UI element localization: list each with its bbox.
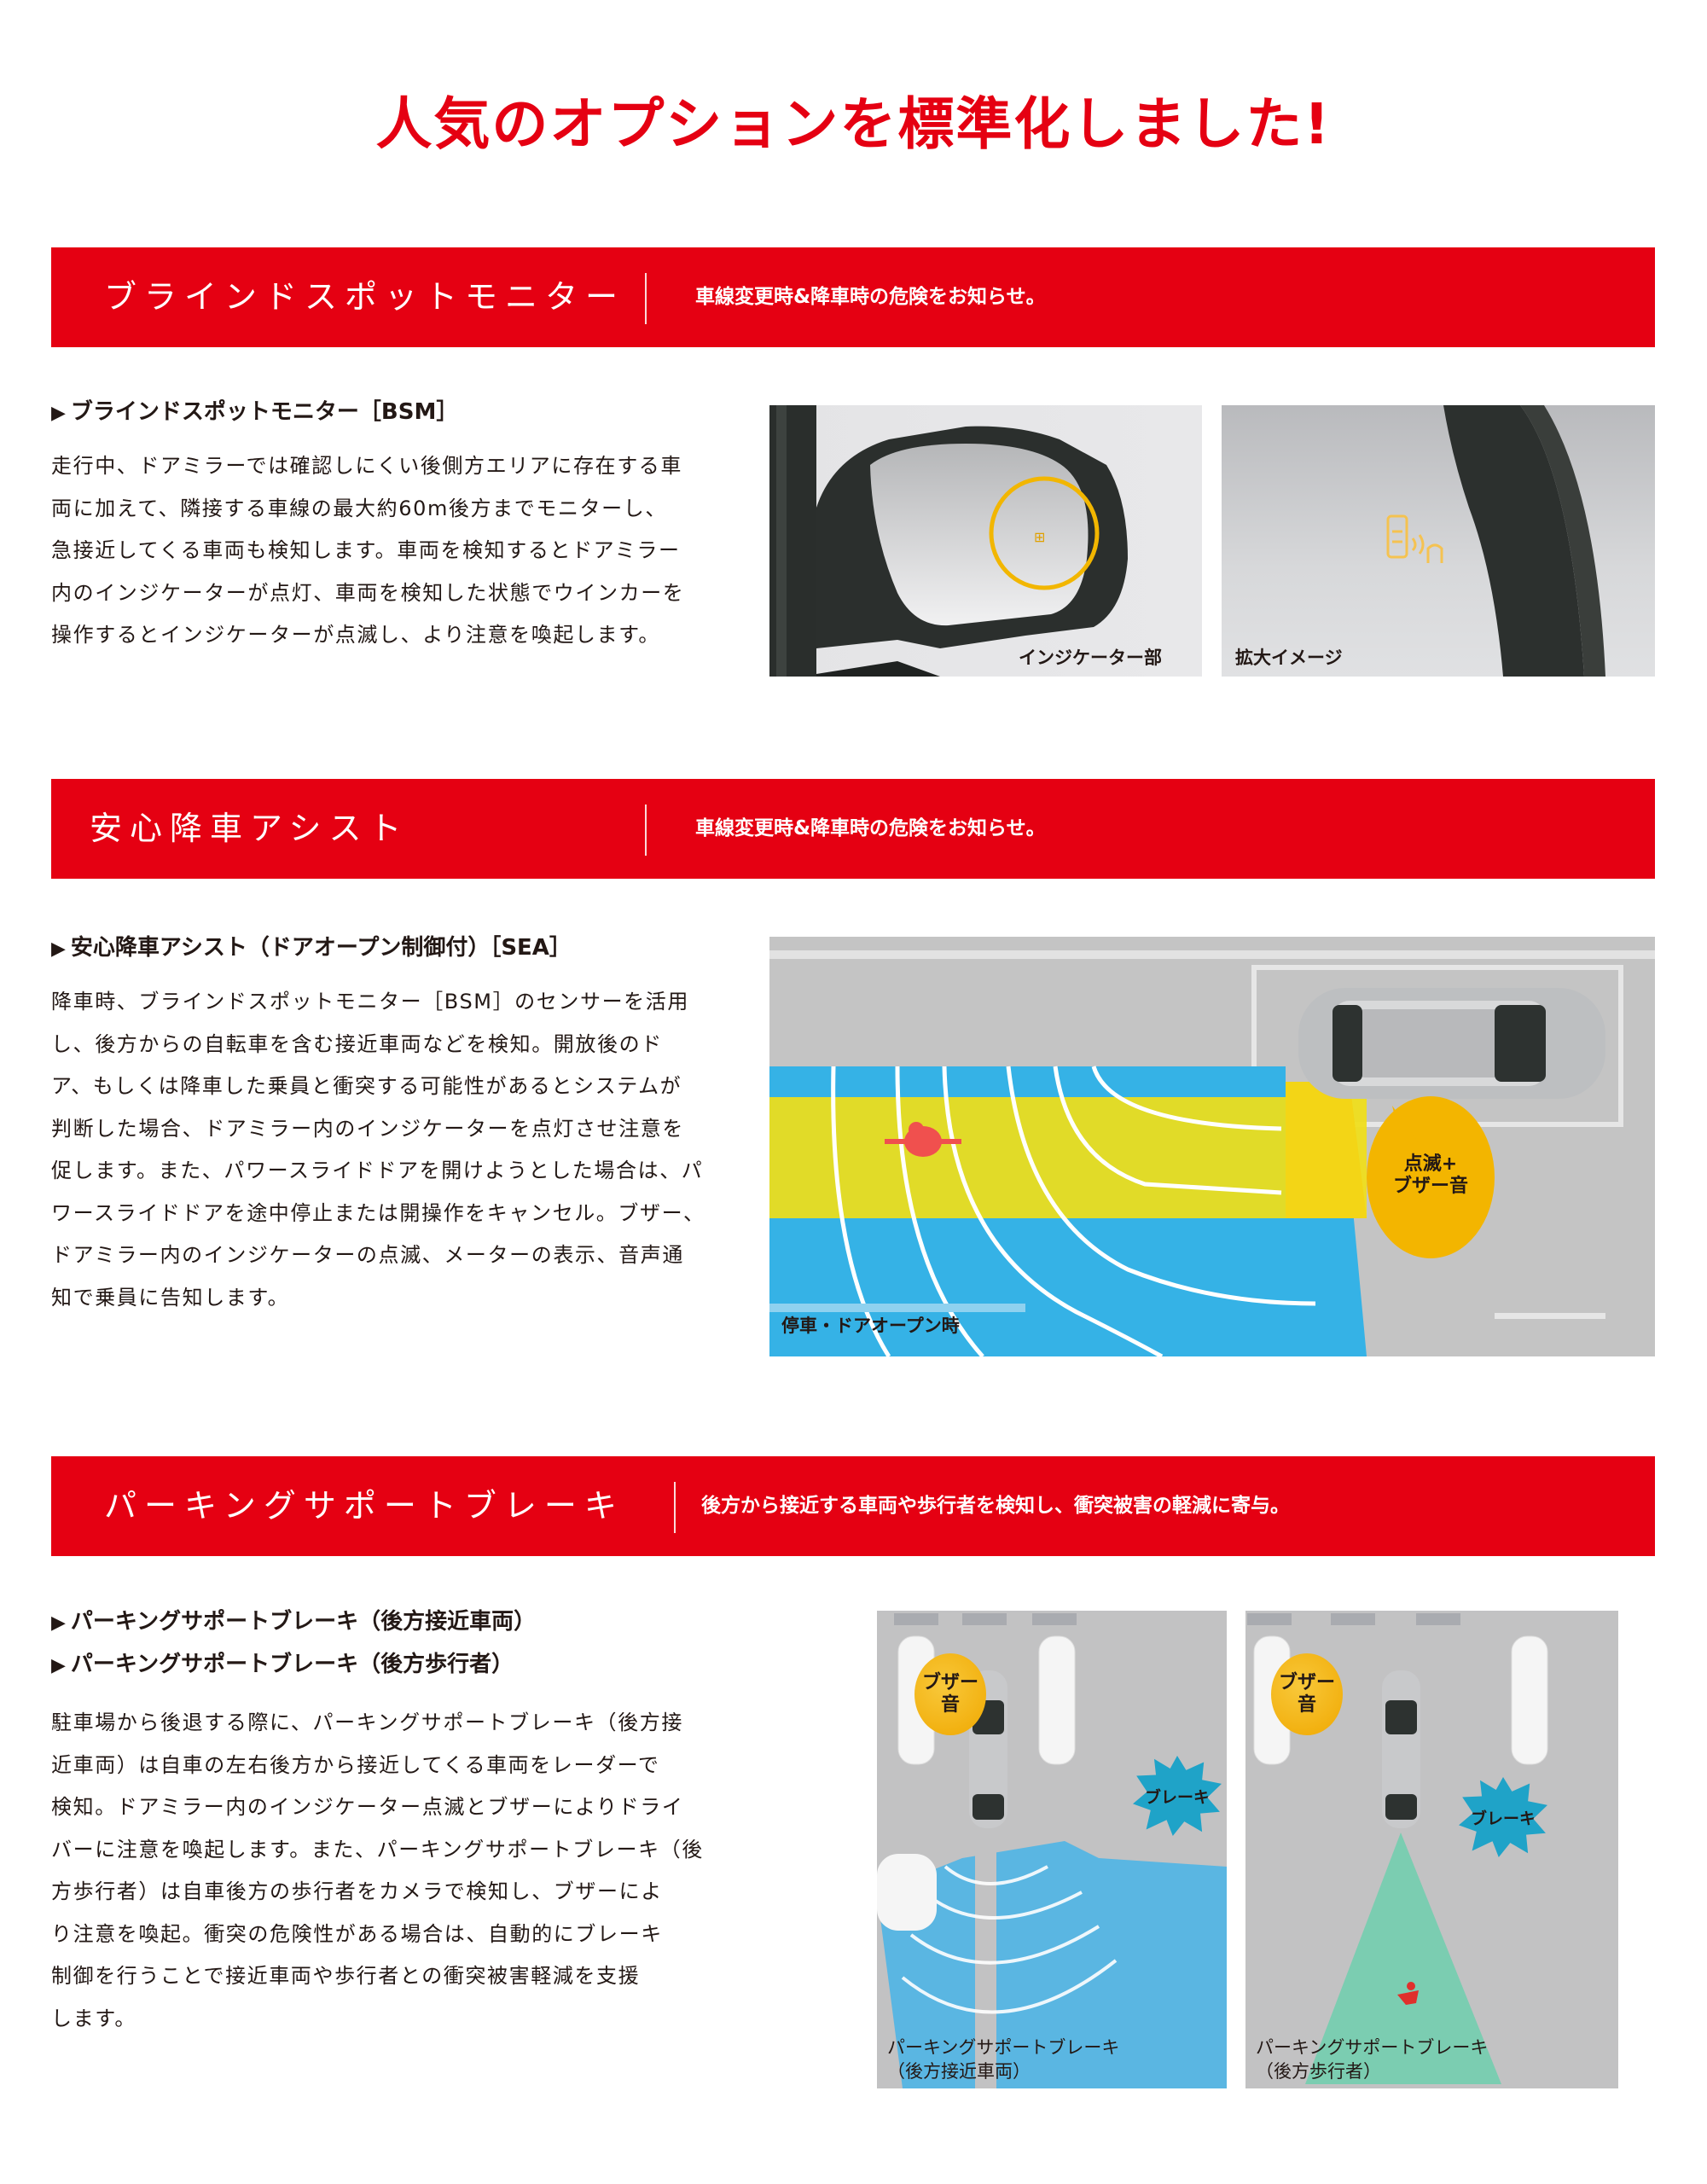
section-banner-sea: 安心降車アシスト 車線変更時&降車時の危険をお知らせ。	[51, 779, 1655, 879]
banner-subtitle: 車線変更時&降車時の危険をお知らせ。	[695, 286, 1046, 308]
page-title: 人気のオプションを標準化しました!	[375, 91, 1332, 157]
image-caption: インジケーター部	[1019, 648, 1162, 668]
body-text-bsm: 走行中、ドアミラーでは確認しにくい後側方エリアに存在する車 両に加えて、隣接する…	[51, 454, 685, 647]
safe-exit-assist-diagram: 点滅+ブザー音 停車・ドアオープン時	[769, 937, 1655, 1356]
triangle-marker-icon: ▶	[51, 1655, 66, 1676]
section-banner-psb: パーキングサポートブレーキ 後方から接近する車両や歩行者を検知し、衝突被害の軽減…	[51, 1456, 1655, 1556]
triangle-marker-icon: ▶	[51, 938, 66, 960]
psb-rear-pedestrian-diagram: ブザー音 ブレーキ パーキングサポートブレーキ （後方歩行者）	[1245, 1611, 1618, 2088]
banner-title: ブラインドスポットモニター	[104, 278, 626, 316]
body-text-sea: 降車時、ブラインドスポットモニター［BSM］のセンサーを活用 し、後方からの自転…	[51, 990, 705, 1310]
banner-title: 安心降車アシスト	[90, 810, 409, 847]
section-banner-bsm: ブラインドスポットモニター 車線変更時&降車時の危険をお知らせ。	[51, 247, 1655, 347]
image-caption: パーキングサポートブレーキ （後方接近車両）	[887, 2037, 1120, 2082]
buzzer-bubble: ブザー音	[914, 1653, 986, 1735]
feature-heading-bsm: ▶ブラインドスポットモニター［BSM］	[51, 399, 459, 425]
body-text-psb: 駐車場から後退する際に、パーキングサポートブレーキ（後方接 近車両）は自車の左右…	[51, 1711, 704, 2030]
triangle-marker-icon: ▶	[51, 403, 66, 424]
banner-title: パーキングサポートブレーキ	[104, 1487, 624, 1525]
safe-exit-diagram-icon	[769, 950, 1655, 1356]
banner-subtitle: 車線変更時&降車時の危険をお知らせ。	[695, 817, 1046, 839]
triangle-marker-icon: ▶	[51, 1612, 66, 1634]
image-caption: 拡大イメージ	[1235, 648, 1343, 668]
door-mirror-photo: ⊞ インジケーター部	[769, 405, 1202, 677]
buzzer-bubble: ブザー音	[1271, 1653, 1343, 1735]
parking-rear-vehicle-icon	[877, 1613, 1227, 2088]
psb-rear-vehicle-diagram: ブザー音 ブレーキ パーキングサポートブレーキ （後方接近車両）	[877, 1611, 1227, 2088]
feature-heading-sea: ▶安心降車アシスト（ドアオープン制御付）［SEA］	[51, 935, 572, 961]
bsm-indicator-closeup-icon	[1386, 405, 1605, 677]
feature-heading-psb-pedestrian: ▶パーキングサポートブレーキ（後方歩行者）	[51, 1652, 514, 1677]
banner-subtitle: 後方から接近する車両や歩行者を検知し、衝突被害の軽減に寄与。	[701, 1495, 1290, 1517]
alert-bubble: 点滅+ブザー音	[1392, 1153, 1468, 1197]
indicator-closeup-photo: 拡大イメージ	[1222, 405, 1655, 677]
banner-divider	[645, 273, 647, 324]
parking-rear-pedestrian-icon	[1247, 1613, 1548, 2084]
svg-text:⊞: ⊞	[1034, 529, 1045, 545]
banner-divider	[674, 1482, 676, 1533]
image-caption: パーキングサポートブレーキ （後方歩行者）	[1256, 2037, 1489, 2082]
feature-heading-psb-vehicle: ▶パーキングサポートブレーキ（後方接近車両）	[51, 1609, 537, 1635]
banner-divider	[645, 804, 647, 856]
image-caption: 停車・ドアオープン時	[781, 1316, 960, 1336]
door-mirror-indicator-icon: ⊞	[769, 405, 1128, 677]
